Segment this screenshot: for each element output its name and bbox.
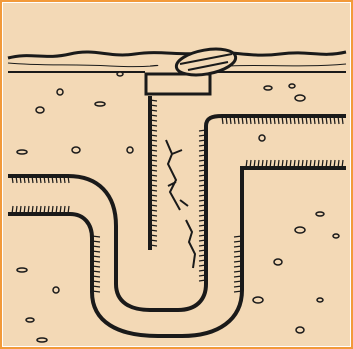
pebble — [95, 102, 105, 106]
pebble — [253, 297, 263, 303]
pebble — [127, 147, 133, 153]
pebble — [72, 147, 80, 153]
pebble — [57, 89, 63, 95]
pebble — [274, 259, 282, 265]
pebble — [264, 86, 272, 90]
pebble — [296, 327, 304, 333]
pebble — [295, 95, 305, 101]
pebble — [117, 72, 123, 76]
pebble — [17, 268, 27, 272]
pebble — [289, 84, 295, 88]
pebble — [317, 298, 323, 302]
pebble — [26, 318, 34, 322]
pebble — [36, 107, 44, 113]
pebble — [316, 212, 324, 216]
pebble — [259, 135, 265, 141]
pebble — [37, 338, 47, 342]
pebble — [333, 234, 339, 238]
pebble — [295, 227, 305, 233]
drain-collar — [146, 74, 210, 94]
pebble — [17, 150, 27, 154]
pebble — [53, 287, 59, 293]
